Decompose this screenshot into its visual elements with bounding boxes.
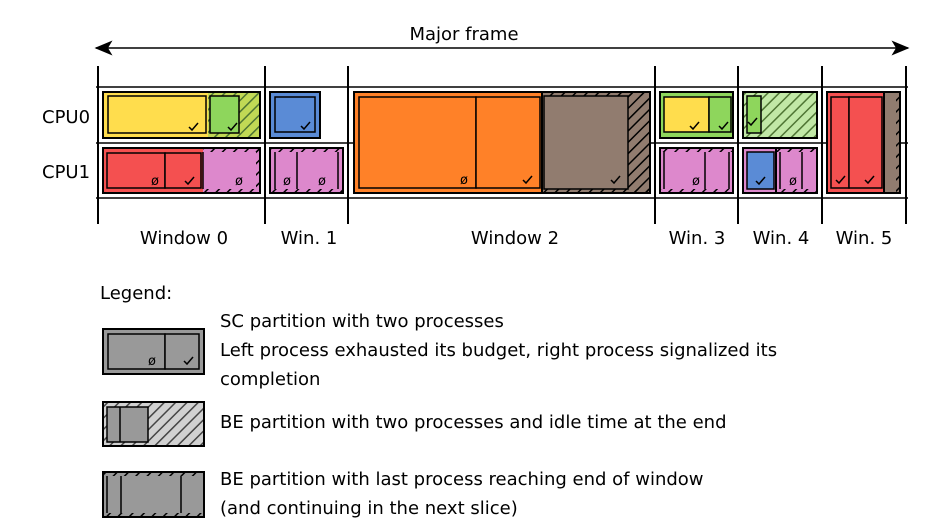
window-2-label: Window 2 [471,228,559,249]
check-icon [184,176,195,186]
window-boundaries [97,66,907,224]
check-icon [755,176,766,186]
check-icon [227,122,238,132]
check-icon [300,121,311,131]
window-5-partition [826,91,901,194]
check-icon [188,122,199,132]
legend-sc-line-1: SC partition with two processes [220,311,504,332]
window-2-partition: ø [353,91,651,194]
cpu1-label: CPU1 [42,162,90,183]
budget-exhausted-mark: ø [318,174,326,189]
window-0-label: Window 0 [140,228,228,249]
legend-be-continue-line-2: (and continuing in the next slice) [220,498,518,519]
window-3-cpu0-partition [659,91,734,139]
legend-sc-line-2: Left process exhausted its budget, right… [220,340,778,361]
check-icon [689,121,700,131]
budget-exhausted-mark: ø [283,174,291,189]
legend-sc-description: SC partition with two processes Left pro… [220,307,777,394]
check-icon [718,121,729,131]
window-1-cpu1-partition: ø ø [269,147,344,194]
legend-be-idle-description: BE partition with two processes and idle… [220,412,727,433]
check-icon [864,175,875,185]
window-4-label: Win. 4 [753,228,810,249]
check-icon [610,175,621,185]
window-0-cpu1-partition: ø ø [102,147,261,194]
window-0-cpu0-partition [102,91,261,139]
budget-exhausted-mark: ø [460,173,468,188]
legend-heading: Legend: [100,283,172,304]
legend-be-idle-swatch [102,401,205,447]
cpu0-label: CPU0 [42,107,90,128]
budget-exhausted-mark: ø [789,174,797,189]
window-3-cpu1-partition: ø [659,147,734,194]
budget-exhausted-mark: ø [148,354,156,369]
window-4-cpu0-partition [742,91,818,139]
check-icon [183,356,194,366]
check-icon [747,117,758,127]
legend-be-continue-swatch [102,471,205,518]
window-5-label: Win. 5 [836,228,893,249]
window-1-label: Win. 1 [281,228,338,249]
legend-sc-line-3: completion [220,369,321,390]
window-1-cpu0-partition [269,91,321,139]
check-icon [835,175,846,185]
budget-exhausted-mark: ø [151,174,159,189]
budget-exhausted-mark: ø [692,174,700,189]
legend-be-continue-description: BE partition with last process reaching … [220,465,704,523]
major-frame-label: Major frame [409,24,518,45]
window-4-cpu1-partition: ø [742,147,818,194]
budget-exhausted-mark: ø [235,174,243,189]
legend-sc-swatch: ø [102,328,205,375]
window-3-label: Win. 3 [669,228,726,249]
legend-be-continue-line-1: BE partition with last process reaching … [220,469,704,490]
check-icon [522,175,533,185]
